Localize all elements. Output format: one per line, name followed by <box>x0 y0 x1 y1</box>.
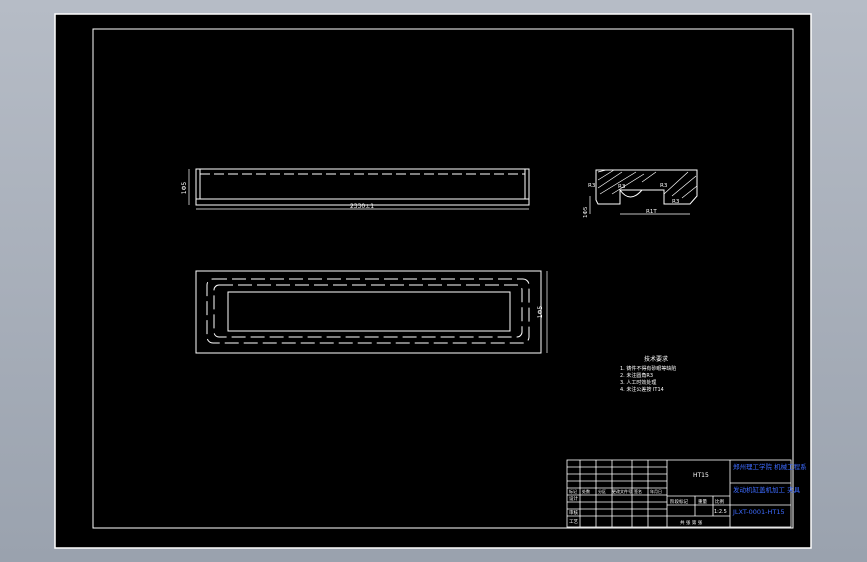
front-length-dim: 2330±1 <box>350 203 374 210</box>
ratio-header: 比例 <box>715 498 724 505</box>
section-width-dim: R1T <box>646 209 657 215</box>
designer-label: 设计 <box>569 495 578 502</box>
scale-value: 1:2.5 <box>714 509 727 515</box>
process-label: 工艺 <box>569 519 578 525</box>
front-view <box>188 168 530 210</box>
section-view <box>589 169 698 215</box>
front-height-dim: 1Φ5 <box>181 182 188 195</box>
sheet-outer-border <box>54 13 812 549</box>
section-height-dim: 1Φ5 <box>583 206 589 218</box>
sheet-inner-frame <box>92 28 794 529</box>
section-outline <box>595 169 698 205</box>
title-block-columns <box>579 460 649 527</box>
plan-inner-cavity <box>227 291 511 332</box>
weight-header: 重量 <box>698 498 707 505</box>
section-radius-left: R3 <box>588 183 596 189</box>
zone-header: 分区 <box>598 488 606 494</box>
front-view-outline <box>195 168 530 206</box>
notes-heading: 技术要求 <box>644 355 668 363</box>
notes-line-1: 1. 铸件不得有砂眼等缺陷 <box>620 365 676 372</box>
technical-notes: 技术要求 1. 铸件不得有砂眼等缺陷 2. 未注圆角R3 3. 人工时效处理 4… <box>620 355 676 393</box>
mark-header: 标记 <box>569 488 577 494</box>
title-block-rows <box>567 466 667 517</box>
date-header: 年月日 <box>650 488 662 494</box>
part-name: 发动机缸盖机加工 夹具 <box>733 485 801 494</box>
stage-header: 阶段标记 <box>670 498 688 505</box>
reviewer-label: 审核 <box>569 509 578 516</box>
plan-outer-outline <box>195 270 542 354</box>
material-label: HT15 <box>693 472 709 479</box>
section-radius-mid: R3 <box>618 184 626 190</box>
count-header: 处数 <box>582 488 590 494</box>
change-header: 更改文件号 <box>612 488 632 494</box>
plan-width-dim: 1Φ5 <box>537 306 544 319</box>
title-block <box>566 459 792 528</box>
sheet-count: 共 张 第 张 <box>680 519 703 526</box>
title-block-frame <box>566 459 792 528</box>
section-radius-right: R3 <box>660 183 668 189</box>
sign-header: 签名 <box>634 488 642 494</box>
school-name: 郑州理工学院 机械工程系 <box>733 462 807 471</box>
section-hatching <box>597 169 698 199</box>
notes-line-3: 3. 人工时效处理 <box>620 379 656 386</box>
plan-view <box>195 270 548 354</box>
notes-line-4: 4. 未注公差按 IT14 <box>620 386 664 393</box>
plan-hidden-inner <box>213 284 523 338</box>
plan-hidden-rim <box>206 278 530 344</box>
drawing-number: JLXT-0001-HT15 <box>732 508 785 516</box>
section-chamfer: R3 <box>672 199 680 205</box>
section-groove <box>619 189 643 198</box>
notes-line-2: 2. 未注圆角R3 <box>620 372 653 379</box>
